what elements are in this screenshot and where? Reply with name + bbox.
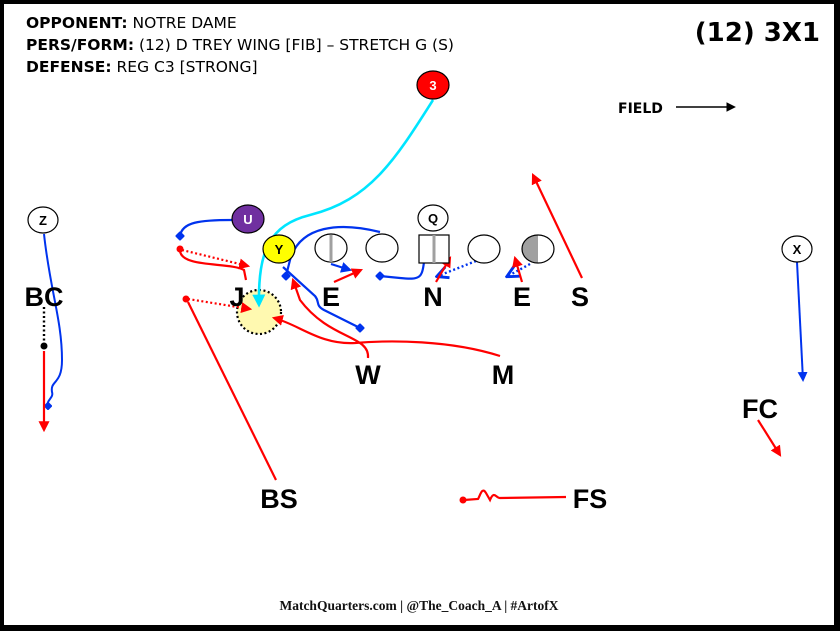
u-block-route	[180, 218, 233, 236]
ball-carrier-label: 3	[429, 78, 436, 93]
rg-player[interactable]	[467, 234, 501, 264]
ball-carrier-3[interactable]: 3	[416, 70, 450, 100]
bc-start-dot	[40, 342, 48, 350]
m-route	[271, 314, 501, 358]
opponent-line: OPPONENT: NOTRE DAME	[26, 14, 237, 32]
defense-line: DEFENSE: REG C3 [STRONG]	[26, 58, 258, 76]
persform-value: (12) D TREY WING [FIB] – STRETCH G (S)	[138, 36, 454, 54]
defender-e-left[interactable]: E	[322, 282, 340, 312]
ball-carrier-path	[252, 99, 435, 308]
bs-alt-dotted-route	[187, 297, 253, 314]
defense-value: REG C3 [STRONG]	[116, 58, 258, 76]
bs-route	[187, 301, 277, 481]
field-direction-label: FIELD	[618, 101, 663, 117]
e-right-route	[512, 255, 524, 283]
defender-n[interactable]: N	[423, 282, 443, 312]
fs-start-dot	[459, 496, 467, 504]
defender-fs[interactable]: FS	[573, 484, 608, 514]
x-label: X	[793, 242, 802, 257]
lg-player[interactable]	[365, 233, 399, 263]
u-label: U	[243, 212, 252, 227]
y-tight-end[interactable]: Y	[262, 234, 296, 264]
bs-start-dot	[182, 295, 190, 303]
j-route	[178, 250, 248, 281]
defender-m[interactable]: M	[492, 360, 515, 390]
defender-e-right[interactable]: E	[513, 282, 531, 312]
qb-player[interactable]: Q	[417, 204, 449, 232]
e-left-route	[333, 268, 364, 284]
defender-s[interactable]: S	[571, 282, 589, 312]
defense-label: DEFENSE:	[26, 58, 112, 76]
formation-tag: (12) 3X1	[694, 18, 820, 48]
fs-route	[463, 489, 567, 503]
persform-line: PERS/FORM: (12) D TREY WING [FIB] – STRE…	[26, 36, 454, 54]
w-route	[290, 277, 370, 359]
lg-block-route	[330, 262, 353, 273]
rt-player[interactable]	[521, 234, 555, 264]
z-block-route	[43, 233, 64, 406]
hole-aiming-point	[235, 288, 283, 336]
x-route	[796, 261, 808, 382]
persform-label: PERS/FORM:	[26, 36, 135, 54]
lt-player[interactable]	[314, 233, 348, 263]
offensive-line	[314, 233, 555, 264]
y-label: Y	[275, 242, 284, 257]
defender-bs[interactable]: BS	[260, 484, 298, 514]
z-receiver[interactable]: Z	[27, 206, 59, 234]
opponent-value: NOTRE DAME	[132, 14, 237, 32]
u-tight-end[interactable]: U	[231, 204, 265, 234]
s-route	[531, 173, 583, 279]
defender-w[interactable]: W	[355, 360, 381, 390]
defender-j[interactable]: J	[229, 282, 244, 312]
x-receiver[interactable]: X	[781, 235, 813, 263]
z-label: Z	[39, 213, 47, 228]
j-start-dot	[176, 245, 184, 253]
center-block-route	[380, 261, 426, 279]
opponent-label: OPPONENT:	[26, 14, 128, 32]
defender-bc[interactable]: BC	[25, 282, 64, 312]
defender-fc[interactable]: FC	[742, 394, 778, 424]
y-block-route	[282, 266, 360, 328]
fc-route	[757, 419, 782, 457]
center-player[interactable]	[418, 234, 450, 264]
qb-label: Q	[428, 211, 438, 226]
footer-credit: MatchQuarters.com | @The_Coach_A | #Arto…	[279, 598, 559, 613]
